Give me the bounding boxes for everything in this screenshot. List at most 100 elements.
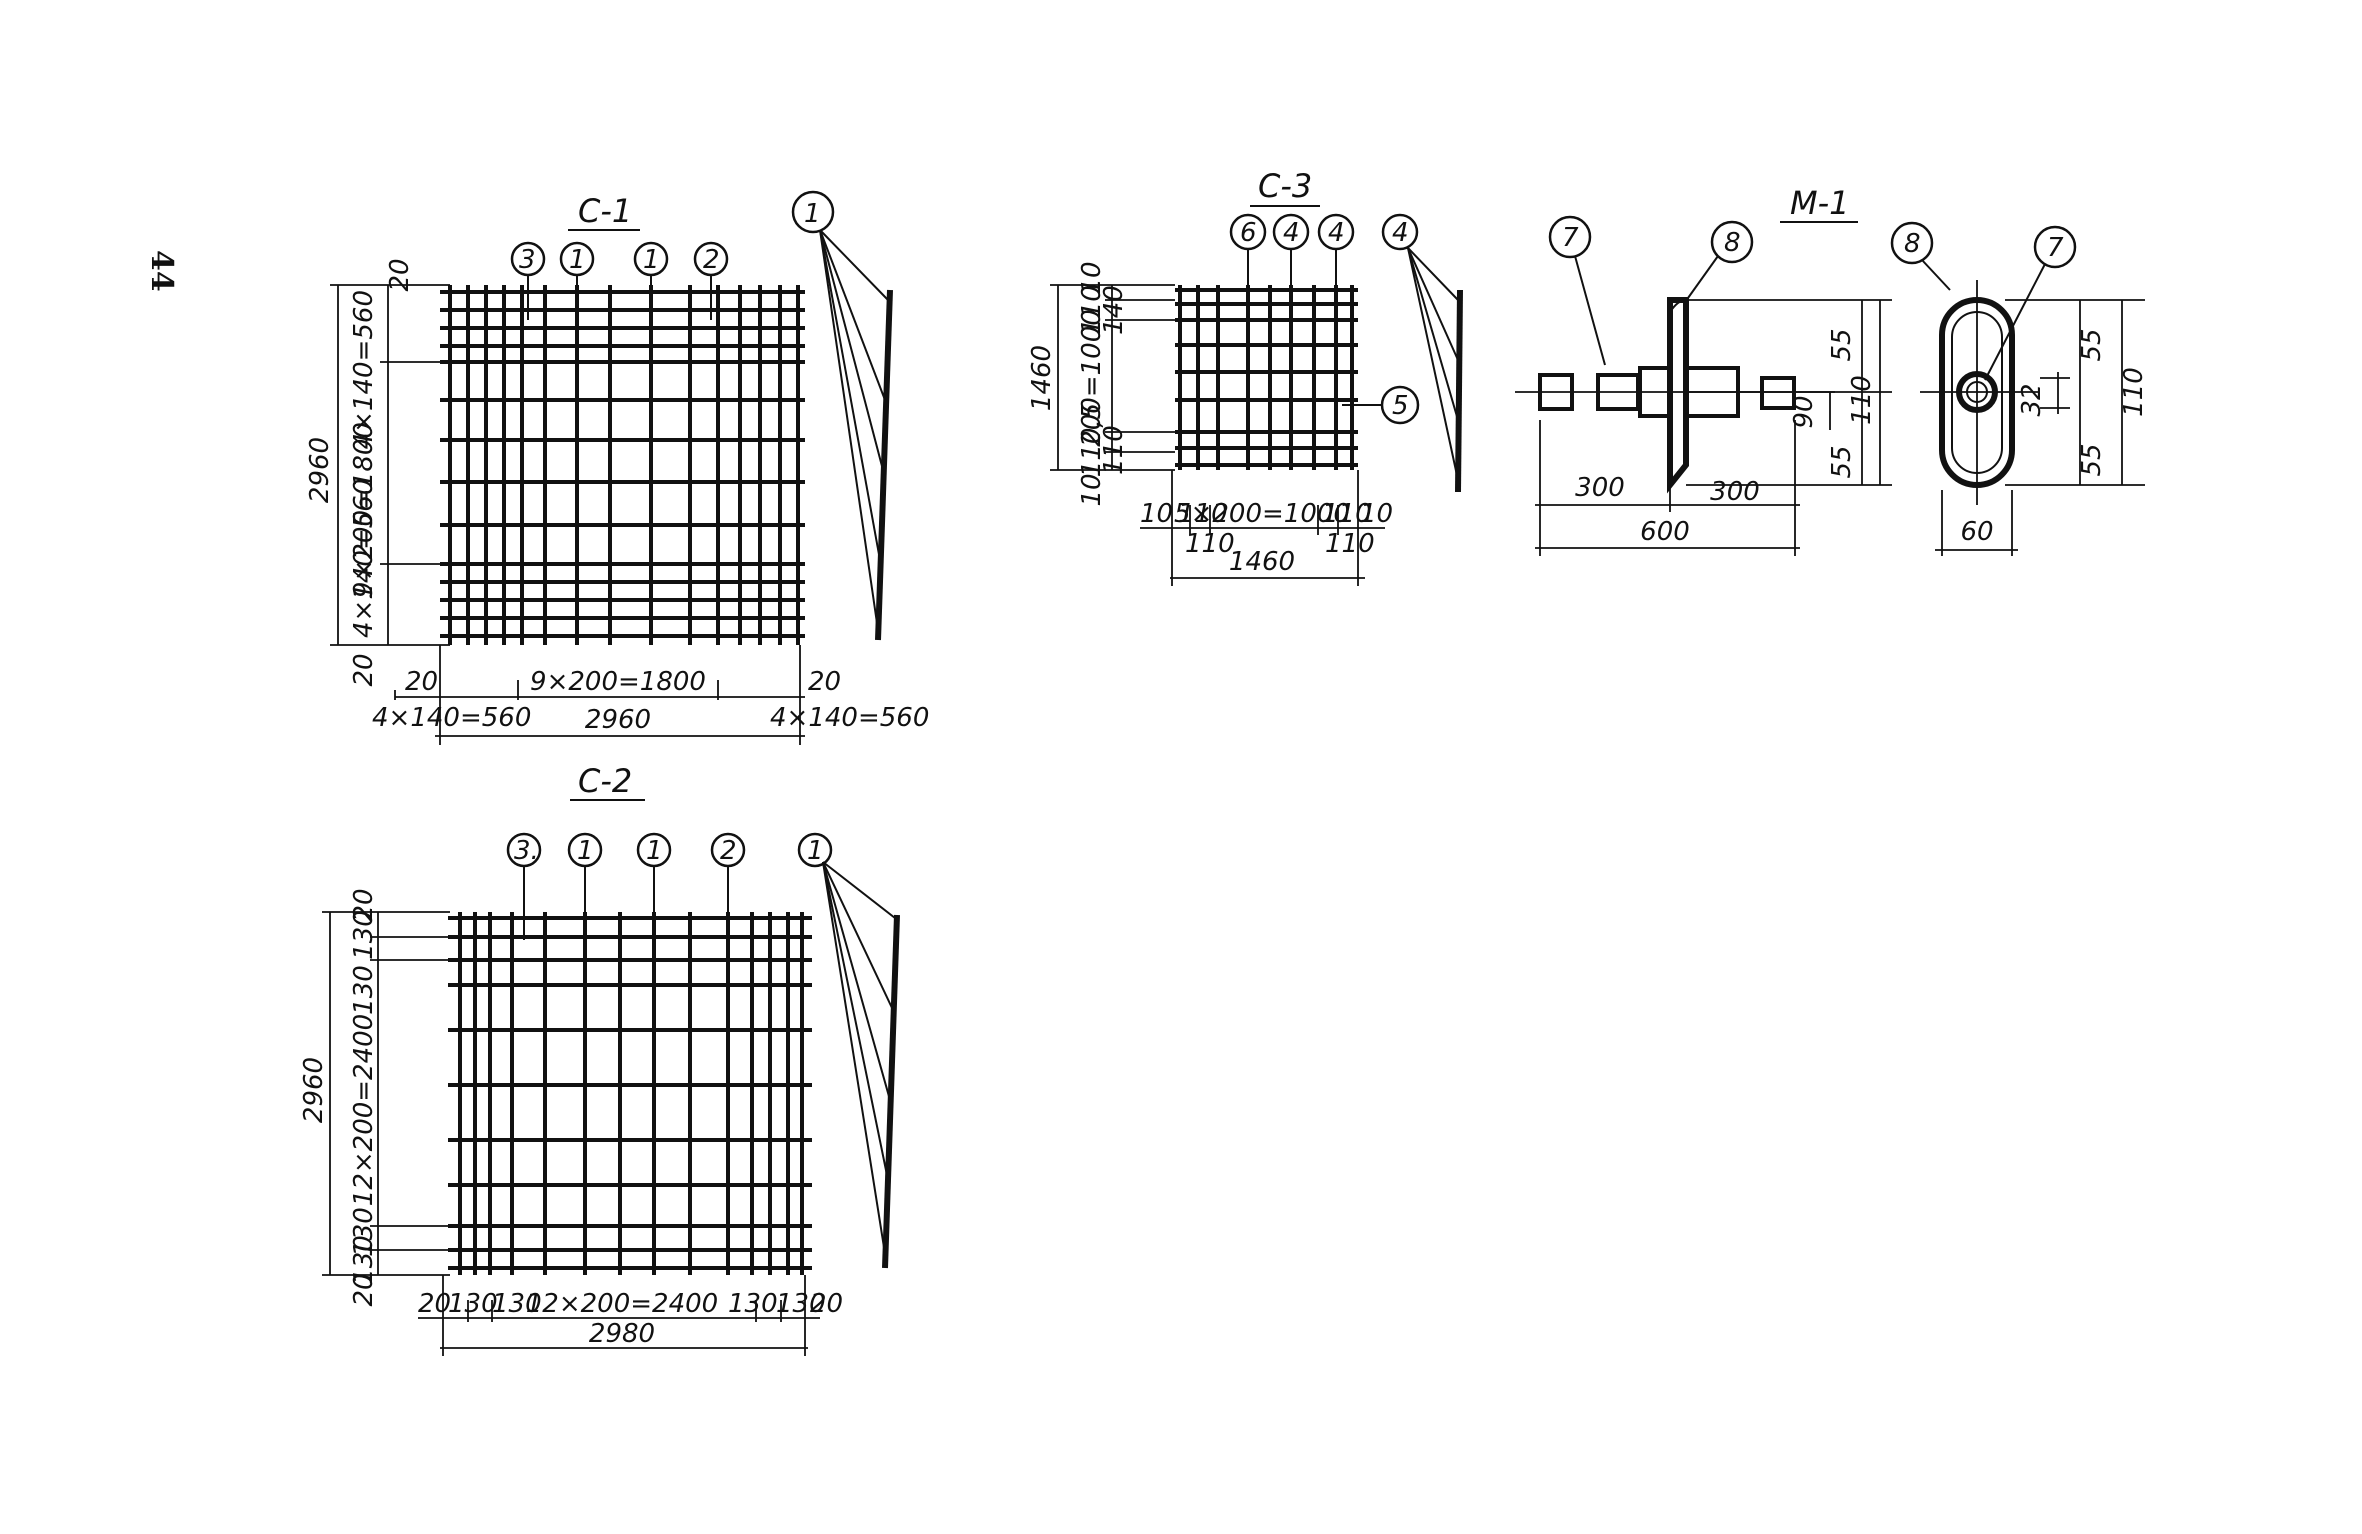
- m1-mark-7-section: 7: [2047, 233, 2064, 263]
- c1-side-view: [819, 229, 893, 641]
- c3-position-marks: 6 4 4 4 5: [1229, 213, 1420, 425]
- c3-title: С-3: [1258, 167, 1312, 205]
- m1-dim-top-half: 55: [1827, 328, 1857, 361]
- c3-dim-right-2: 110: [1325, 529, 1375, 559]
- c1-dim-right-cols: 4×140=560: [770, 703, 929, 733]
- embedded-part-m1: М-1 7 8 8 7: [1515, 184, 2149, 556]
- c2-dim-left-2: 130: [492, 1289, 542, 1319]
- c3-dim-right-1: 110: [1322, 499, 1372, 529]
- c1-title: С-1: [578, 192, 632, 230]
- c2-dim-top-edge: 20: [349, 888, 379, 921]
- c3-dim-bottom-edge: 10: [1077, 473, 1107, 506]
- c2-dim-left-1: 130: [448, 1289, 498, 1319]
- c2-dim-height: 2960: [299, 1057, 329, 1123]
- c3-dim-left-edge: 10: [1140, 499, 1173, 529]
- c1-dim-width: 2960: [585, 705, 651, 735]
- m1-dim-offset: 90: [1789, 395, 1819, 428]
- c2-dim-mid-rows: 12×200=2400: [349, 1014, 379, 1206]
- c3-dim-top-2: 140: [1099, 285, 1129, 335]
- c2-dim-width: 2980: [589, 1319, 655, 1349]
- c1-dim-height: 2960: [305, 437, 335, 503]
- c3-dim-mid-rows: 200=1000: [1077, 309, 1107, 447]
- c3-dim-top-1: 110: [1077, 285, 1107, 335]
- c1-dim-mid-rows: 9×200=1800: [349, 422, 379, 598]
- c3-side-view: [1407, 247, 1463, 493]
- c2-mark-1a: 1: [577, 836, 594, 866]
- c3-dim-left-1: 110: [1178, 499, 1228, 529]
- c3-dim-bottom-2: 110: [1099, 425, 1129, 475]
- c2-dim-right-1: 130: [728, 1289, 778, 1319]
- m1-title: М-1: [1790, 184, 1850, 222]
- m1-dim-left-length: 300: [1575, 473, 1625, 503]
- c1-mark-3: 3: [519, 245, 536, 275]
- c2-side-view: [822, 861, 900, 1269]
- c3-dim-width: 1460: [1229, 547, 1295, 577]
- m1-mark-8-section: 8: [1904, 229, 1921, 259]
- c3-dim-right-edge: 10: [1360, 499, 1393, 529]
- m1-dim-total-length: 600: [1640, 517, 1690, 547]
- c1-bottom-dimensions: 20 9×200=1800 20 4×140=560 2960 4×140=56…: [372, 645, 929, 745]
- m1-sec-dim-width: 60: [1960, 517, 1993, 547]
- c1-mark-2: 2: [703, 245, 720, 275]
- c3-bottom-dimensions: 10 110 5×200=1000 110 10 110 110 1460: [1140, 470, 1393, 586]
- c2-dim-bottom-1: 130: [349, 1207, 379, 1257]
- m1-sec-dim-bottom: 55: [2077, 443, 2107, 476]
- m1-sec-dim-top: 55: [2077, 328, 2107, 361]
- c2-dim-mid-cols: 12×200=2400: [526, 1289, 718, 1319]
- c2-mark-1-side: 1: [807, 836, 824, 866]
- c2-dim-bottom-edge: 20: [349, 1273, 379, 1306]
- c1-mark-1-side: 1: [804, 199, 821, 229]
- page-number: 44: [144, 250, 179, 292]
- c3-dim-left-2: 110: [1185, 529, 1235, 559]
- c1-dim-top-rows: 4×140=560: [349, 290, 379, 449]
- m1-mark-7: 7: [1562, 223, 1579, 253]
- c1-dim-left-edge: 20: [405, 667, 438, 697]
- c3-dim-mid-cols: 5×200=1000: [1174, 499, 1350, 529]
- c2-dim-right-2: 130: [776, 1289, 826, 1319]
- c3-mark-4-side: 4: [1392, 218, 1409, 248]
- c3-mark-5: 5: [1392, 391, 1409, 421]
- c1-position-marks: 3 1 1 2 1: [510, 190, 835, 455]
- c2-mark-2: 2: [720, 836, 737, 866]
- c3-left-dimensions: 10 110 140 1460 200=1000 110,5 110 10: [1027, 261, 1175, 507]
- c2-dim-top-2: 130: [349, 965, 379, 1015]
- mesh-c2: С-2 3. 1 1 2 1: [299, 762, 900, 1356]
- c1-mark-1b: 1: [643, 245, 660, 275]
- c1-dim-top-edge: 20: [385, 258, 415, 291]
- c3-dim-top-edge: 10: [1077, 261, 1107, 294]
- c1-rebar-grid: [440, 285, 805, 645]
- m1-sec-dim-hole: 32: [2017, 383, 2047, 416]
- c2-mark-1b: 1: [646, 836, 663, 866]
- c1-dim-bottom-edge: 20: [349, 653, 379, 686]
- m1-side-dimensions: 55 55 110 90 300 300 600: [1535, 299, 1892, 556]
- mesh-c1: С-1 3 1 1 2 1: [305, 190, 929, 745]
- c2-bottom-dimensions: 20 130 130 12×200=2400 130 130 20 2980: [418, 1275, 843, 1356]
- c2-mark-3: 3.: [514, 836, 539, 866]
- m1-sec-dim-height: 110: [2119, 367, 2149, 417]
- m1-dim-right-length: 300: [1710, 477, 1760, 507]
- m1-section-dimensions: 55 55 110 32 60: [1935, 299, 2149, 556]
- c2-position-marks: 3. 1 1 2 1: [506, 832, 833, 1030]
- m1-position-marks: 7 8 8 7: [1548, 215, 2077, 381]
- c1-mark-1a: 1: [569, 245, 586, 275]
- c3-mark-4a: 4: [1283, 218, 1300, 248]
- m1-section-view: [1920, 280, 2040, 505]
- c2-dim-right-edge: 20: [810, 1289, 843, 1319]
- c3-dim-bottom-1: 110,5: [1077, 403, 1107, 477]
- mesh-c3: С-3 6 4 4 4 5: [1027, 167, 1463, 586]
- c2-left-dimensions: 20 130 130 12×200=2400 130 130 20 2960: [299, 888, 450, 1307]
- c2-dim-left-edge: 20: [418, 1289, 451, 1319]
- m1-dim-plate-height: 110: [1847, 375, 1877, 425]
- m1-mark-8: 8: [1724, 228, 1741, 258]
- c1-dim-right-edge: 20: [808, 667, 841, 697]
- m1-dim-bottom-half: 55: [1827, 445, 1857, 478]
- c3-dim-height: 1460: [1027, 345, 1057, 411]
- c1-dim-bottom-rows: 4×140=560: [349, 479, 379, 638]
- c2-rebar-grid: [448, 912, 812, 1275]
- c1-left-dimensions: 4×140=560 9×200=1800 4×140=560 2960 20 2…: [305, 258, 450, 687]
- c1-dim-left-cols: 4×140=560: [372, 703, 531, 733]
- c2-dim-bottom-2: 130: [349, 1235, 379, 1285]
- c3-mark-6: 6: [1240, 218, 1257, 248]
